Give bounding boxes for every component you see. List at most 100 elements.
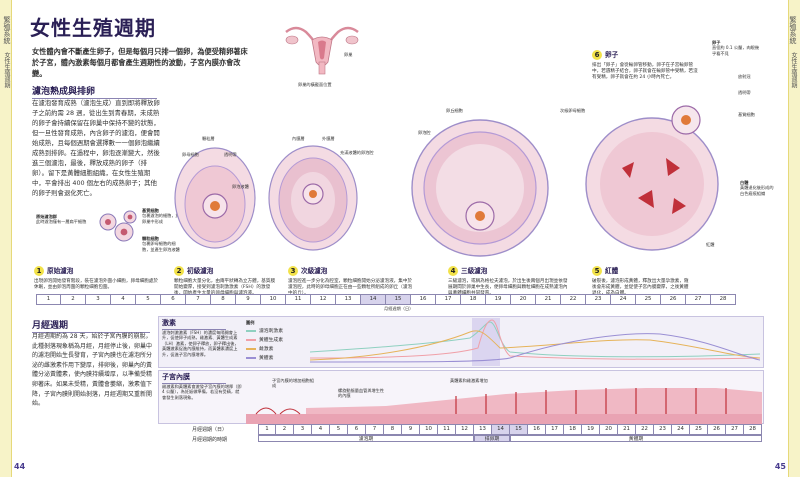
legend-estrogen-swatch (246, 347, 256, 350)
day-cell: 27 (686, 294, 711, 305)
side-sublabel-right: 女性生殖週期 (790, 52, 797, 88)
ovum-label: 卵子直徑約 0.1 公釐，肉眼幾乎看不見 (712, 40, 760, 56)
uterus-panel-heading: 子宮內膜 (162, 372, 226, 384)
day-cell: 26 (661, 294, 686, 305)
label-zona: 透明帶 (224, 152, 237, 157)
label-granulosa-layer: 顆粒層 (202, 136, 215, 141)
day-cell: 13 (336, 294, 361, 305)
step-2-title: 初級濾泡 (187, 267, 214, 275)
label-antrum: 卵泡液體 (232, 184, 249, 189)
step-4-text: 三級濾泡，或稱為格拉夫濾泡，於出生後兩個月出現並依發展期間於卵巢中生長，便卵母細… (448, 279, 568, 296)
corpus-white-label: 白體黃體退化後形成的白色瘢痕組織 (740, 180, 774, 196)
bottom-day-cell: 25 (690, 424, 708, 435)
legend-lh-swatch (246, 338, 256, 341)
uterus-illustration (285, 26, 359, 75)
step-2-number: 2 (174, 266, 184, 276)
label-oocyte: 卵母細胞 (182, 152, 199, 157)
uterus-ovary-label: 卵巢 (344, 52, 353, 57)
theca-right-label: 基質細胞 (738, 112, 755, 117)
primary-follicle-illustration (174, 147, 256, 249)
bottom-day-cell: 18 (564, 424, 582, 435)
page-number-right: 45 (774, 462, 786, 471)
day-strip-caption: 月經週期（日） (384, 306, 414, 311)
bottom-row-label-1: 月經週期（日） (192, 427, 228, 433)
side-label-left: 繁殖系統 (3, 16, 11, 44)
primordial-follicle-cluster (99, 210, 137, 242)
bottom-day-cell: 23 (654, 424, 672, 435)
day-cell: 23 (586, 294, 611, 305)
hormone-text: 濾泡刺激激素（FSH）的濃度每隔開會上升，促使卵子成熟，雌激素、黃體生成素（LH… (162, 330, 239, 357)
legend-progesterone-swatch (246, 356, 256, 359)
label-inner-theca: 內膜層 (292, 136, 305, 141)
legend-estrogen: 雌激素 (246, 345, 306, 352)
uterus-caption: 卵巢的橫截面位置 (298, 82, 332, 87)
phase-luteal: 黃體期 (510, 435, 762, 442)
side-sublabel-left: 女性生殖週期 (3, 52, 10, 88)
bottom-day-cell: 20 (600, 424, 618, 435)
step-3-text: 濾泡腔進一步分化為腔室，顆粒細胞開始分泌濾泡液，集中於濾泡腔，此時的卵母細胞正在… (288, 279, 413, 296)
hormone-heading: 激素 (162, 318, 226, 330)
uterus-note-2: 螺旋動脈量血管與增生性的內膜 (338, 388, 385, 399)
day-cell: 2 (61, 294, 86, 305)
uterus-note-3: 黃體素和雌激素增加 (450, 378, 488, 383)
day-cell: 21 (536, 294, 561, 305)
day-cell: 19 (486, 294, 511, 305)
hormone-legend: 圖例 濾泡刺激素 黃體生成素 雌激素 黃體素 (246, 320, 306, 363)
bottom-row-label-2: 月經週期的時期 (192, 437, 228, 443)
step-4-title: 三級濾泡 (461, 267, 488, 275)
step-5-number: 5 (592, 266, 602, 276)
bottom-day-cell: 17 (546, 424, 564, 435)
side-label-right: 繁殖系統 (789, 16, 797, 44)
endometrium-illustration (246, 388, 762, 424)
step-3-title: 次級濾泡 (301, 267, 328, 275)
day-cell: 5 (136, 294, 161, 305)
label-secondary-oocyte: 次級卵母細胞 (560, 108, 586, 113)
day-cell: 1 (36, 294, 61, 305)
legend-progesterone: 黃體素 (246, 354, 306, 361)
step-5-title: 紅體 (605, 267, 619, 275)
bottom-day-cell: 9 (402, 424, 420, 435)
legend-fsh: 濾泡刺激素 (246, 327, 306, 334)
step-3-number: 3 (288, 266, 298, 276)
day-cell: 20 (511, 294, 536, 305)
day-cell: 7 (186, 294, 211, 305)
day-cell: 12 (311, 294, 336, 305)
day-cell: 4 (111, 294, 136, 305)
step-2-text: 顆粒細胞大量分化，由兩平狀轉為立方體，基質膜開始變厚，接受到濾泡刺激激素（FSH… (174, 279, 276, 296)
uterus-note-1: 子宮內膜的增加細胞組成 (272, 378, 314, 389)
intro-text: 女性體內會不斷產生卵子，但是每個月只排一個卵，為便受精卵著床於子宮，體內激素每個… (32, 47, 248, 78)
day-cell: 10 (261, 294, 286, 305)
follicle-body: 在濾泡發育成熟（濾泡生成）直到即將釋放卵子之前約需 28 週，從出生到青春期，未… (32, 99, 160, 197)
day-cell: 9 (236, 294, 261, 305)
bottom-day-cell: 24 (672, 424, 690, 435)
day-cell: 16 (411, 294, 436, 305)
day-cell: 17 (436, 294, 461, 305)
bottom-day-cell: 27 (726, 424, 744, 435)
follicle-heading: 濾泡熟成與排卵 (32, 84, 157, 99)
left-gutter (0, 0, 12, 477)
primordial-label: 原始濾泡群此時濾泡僅有一層扁平細胞 (36, 214, 87, 225)
day-cell: 8 (211, 294, 236, 305)
bottom-day-cell: 4 (312, 424, 330, 435)
legend-fsh-swatch (246, 329, 256, 332)
bottom-day-cell: 5 (330, 424, 348, 435)
day-cell: 28 (711, 294, 736, 305)
day-cell: 3 (86, 294, 111, 305)
step-6-title: 卵子 (605, 51, 619, 59)
page-title: 女性生殖週期 (30, 16, 156, 40)
bottom-day-cell: 21 (618, 424, 636, 435)
bottom-day-cell: 3 (294, 424, 312, 435)
legend-title: 圖例 (246, 320, 255, 325)
bottom-day-cell: 11 (438, 424, 456, 435)
granulosa-label: 顆粒細胞包裹卵母細胞的細胞，並產生卵泡液體 (142, 236, 180, 252)
phase-follicular: 濾泡期 (258, 435, 474, 442)
corona-label: 放射冠 (738, 74, 751, 79)
step-5-text: 破裂後，濾泡形成黃體，釋放出大量孕激素，隨後會形成黃體，並促使子宮內膜變厚，之後… (592, 279, 689, 296)
bottom-day-cell: 14 (492, 424, 510, 435)
day-cell: 11 (286, 294, 311, 305)
bottom-day-cell: 7 (366, 424, 384, 435)
